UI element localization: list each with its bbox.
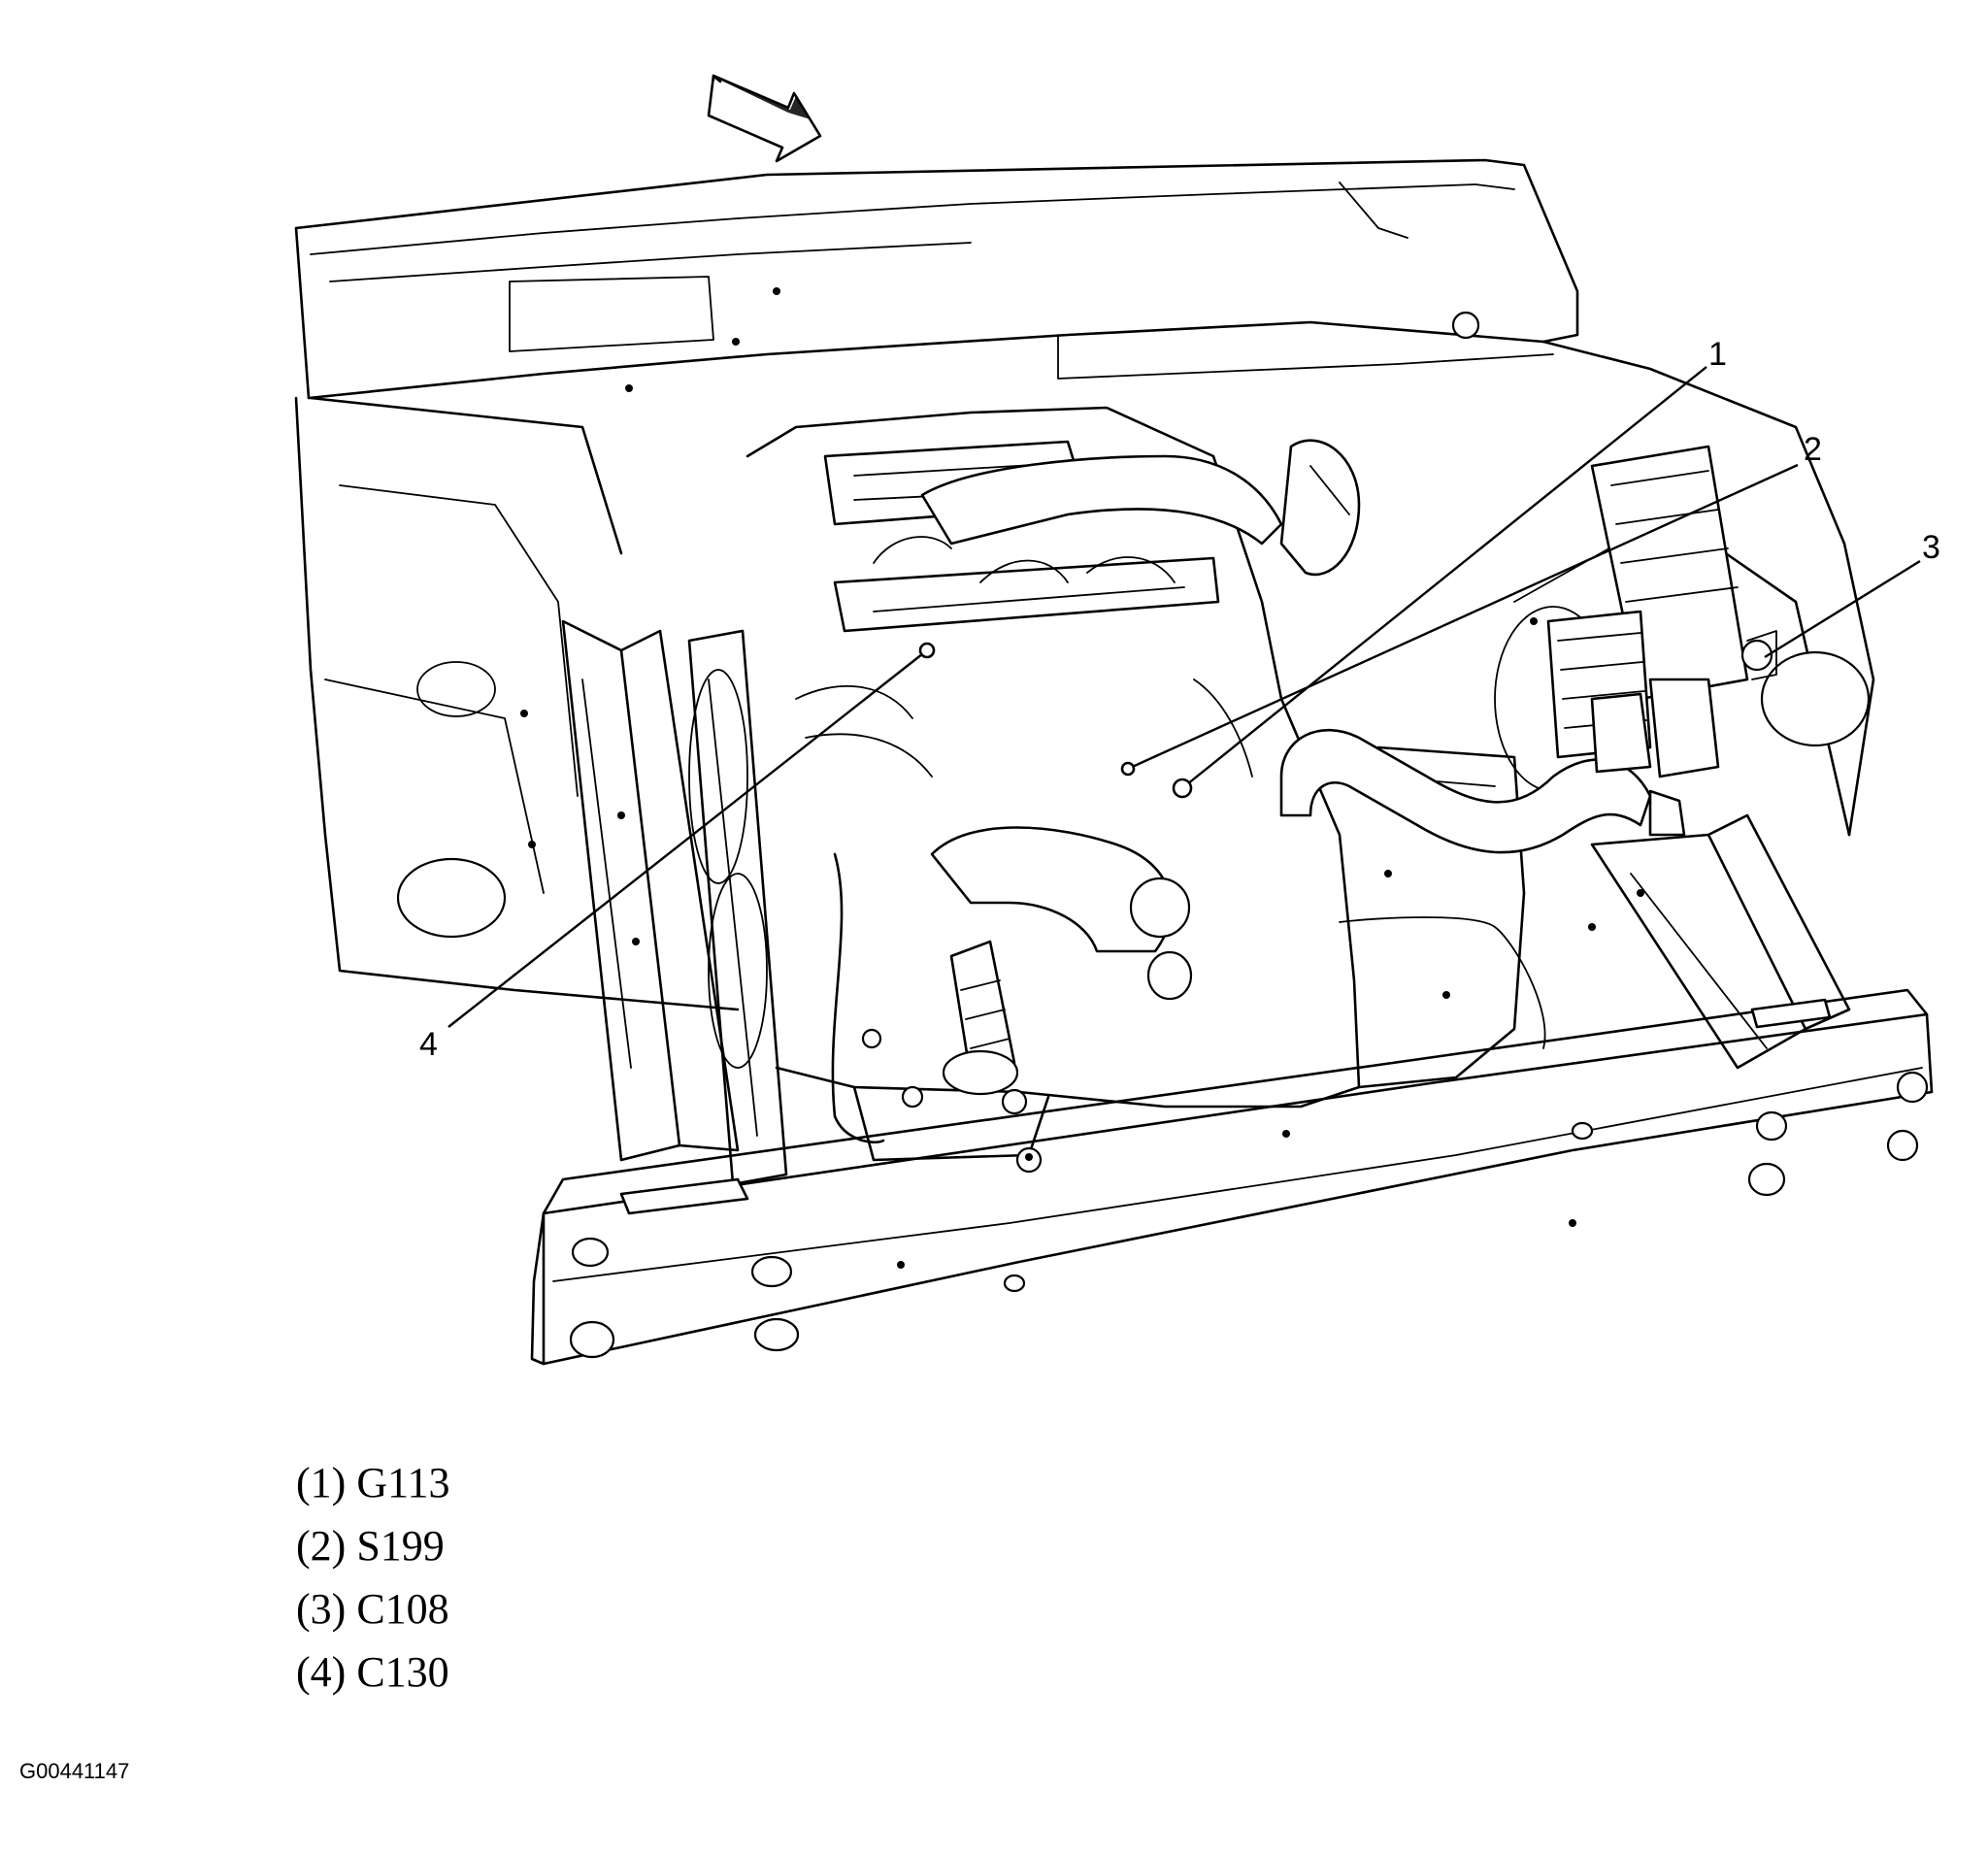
component-legend: (1) G113 (2) S199 (3) C108 (4) C130 xyxy=(296,1451,449,1704)
s199-splice-icon xyxy=(1120,761,1136,777)
g113-ground-icon xyxy=(1172,778,1193,799)
radiator-fan xyxy=(687,629,788,1186)
figure-id: G00441147 xyxy=(19,1759,130,1783)
upper-hose xyxy=(1279,728,1686,1049)
legend-code: S199 xyxy=(356,1522,445,1570)
legend-item-c130: (4) C130 xyxy=(296,1640,449,1704)
engine-assembly xyxy=(746,406,1361,1174)
legend-item-c108: (3) C108 xyxy=(296,1577,449,1640)
leader-line-3 xyxy=(1764,559,1921,659)
leader-line-1 xyxy=(1181,366,1707,789)
left-frame-rail xyxy=(561,619,740,1162)
c130-connector-icon xyxy=(918,642,936,659)
cowl-panel xyxy=(294,158,1579,400)
leader-lines xyxy=(447,366,1921,1028)
front-bumper-bar xyxy=(530,988,1934,1366)
left-inner-fender xyxy=(294,396,740,1011)
forward-arrow-icon xyxy=(707,74,822,163)
leader-line-2 xyxy=(1127,463,1799,771)
legend-item-s199: (2) S199 xyxy=(296,1514,449,1577)
callout-number-4: 4 xyxy=(419,1026,438,1063)
legend-number: (4) xyxy=(296,1648,347,1696)
legend-item-g113: (1) G113 xyxy=(296,1451,449,1514)
right-frame-rail xyxy=(1588,813,1851,1070)
legend-number: (3) xyxy=(296,1585,347,1633)
callout-number-1: 1 xyxy=(1708,336,1727,373)
legend-code: C130 xyxy=(356,1648,449,1696)
legend-code: G113 xyxy=(356,1459,450,1506)
callout-number-2: 2 xyxy=(1804,431,1822,468)
leader-line-4 xyxy=(447,649,928,1028)
legend-number: (2) xyxy=(296,1522,347,1570)
callout-number-3: 3 xyxy=(1922,529,1940,566)
legend-number: (1) xyxy=(296,1459,347,1506)
battery-fuse-block xyxy=(1546,445,1777,778)
legend-code: C108 xyxy=(356,1585,449,1633)
